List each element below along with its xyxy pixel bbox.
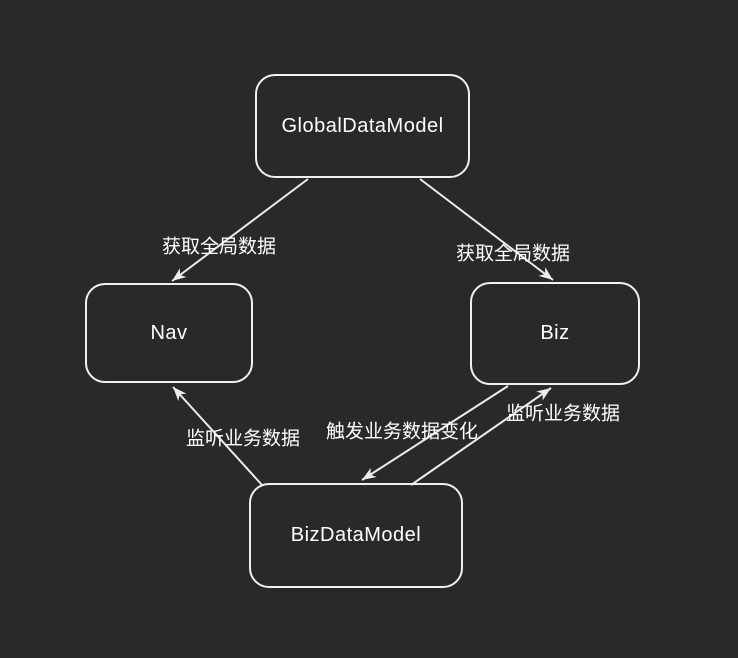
node-label: Biz: [540, 322, 570, 344]
edge-listen-biz-data-nav: [172, 386, 263, 486]
node-biz-data-model[interactable]: BizDataModel: [249, 483, 463, 588]
node-global-data-model[interactable]: GlobalDataModel: [255, 74, 470, 178]
node-label: Nav: [150, 321, 188, 344]
node-label: BizDataModel: [290, 524, 422, 546]
edge-label-get-global-data-nav: 获取全局数据: [161, 236, 277, 258]
edge-get-global-data-nav: [171, 178, 309, 282]
edge-get-global-data-biz: [419, 178, 554, 281]
edge-listen-biz-data-biz: [410, 387, 552, 486]
edge-trigger-biz-data-change: [361, 385, 509, 481]
node-biz[interactable]: Biz: [470, 282, 640, 385]
node-nav[interactable]: Nav: [85, 283, 253, 383]
node-label: GlobalDataModel: [281, 114, 444, 137]
edge-label-trigger-biz-data-change: 触发业务数据变化: [325, 421, 479, 443]
edge-label-listen-biz-data-nav: 监听业务数据: [185, 428, 301, 450]
edge-label-get-global-data-biz: 获取全局数据: [455, 243, 571, 265]
edge-label-listen-biz-data-biz: 监听业务数据: [505, 403, 621, 425]
